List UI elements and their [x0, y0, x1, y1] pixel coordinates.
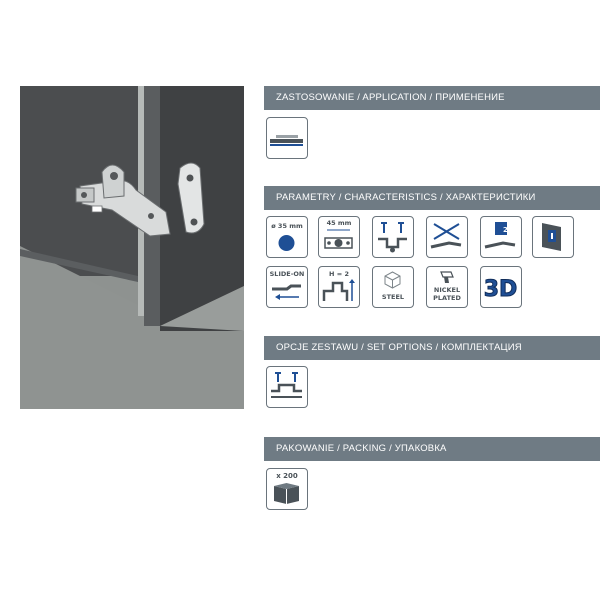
section-header-characteristics: PARAMETRY / CHARACTERISTICS / ХАРАКТЕРИС…	[264, 186, 600, 210]
screw-spacing-icon: 45 mm	[318, 216, 360, 258]
screw-spacing-label: 45 mm	[326, 219, 352, 227]
section-header-application: ZASTOSOWANIE / APPLICATION / ПРИМЕНЕНИЕ	[264, 86, 600, 110]
3d-text: 3D	[484, 277, 518, 302]
set-screws-icon	[266, 366, 308, 408]
steel-icon: STEEL	[372, 266, 414, 308]
cup-diameter-label: ø 35 mm	[271, 222, 303, 230]
steel-label: STEEL	[381, 293, 405, 301]
height-icon: H = 2	[318, 266, 360, 308]
section-header-set-options: OPCJE ZESTAWU / SET OPTIONS / КОМПЛЕКТАЦ…	[264, 336, 600, 360]
application-overlay-icon	[266, 117, 308, 159]
cup-diameter-icon: ø 35 mm	[266, 216, 308, 258]
slide-on-icon: SLIDE-ON	[266, 266, 308, 308]
3d-adjustment-icon: 3D	[480, 266, 522, 308]
two-step-icon: 2	[480, 216, 522, 258]
hinge-product-image	[20, 86, 244, 409]
height-label: H = 2	[329, 270, 349, 278]
no-tools-icon	[426, 216, 468, 258]
nickel-label-line2: PLATED	[433, 294, 461, 302]
slide-on-label: SLIDE-ON	[269, 270, 305, 278]
two-step-badge: 2	[503, 226, 508, 234]
nickel-plated-icon: NICKEL PLATED	[426, 266, 468, 308]
nickel-label-line1: NICKEL	[433, 286, 461, 294]
section-header-packing: PAKOWANIE / PACKING / УПАКОВКА	[264, 437, 600, 461]
mounting-plate-icon	[532, 216, 574, 258]
packing-quantity: x 200	[276, 472, 298, 480]
fixing-screws-icon	[372, 216, 414, 258]
packing-box-icon: x 200	[266, 468, 308, 510]
